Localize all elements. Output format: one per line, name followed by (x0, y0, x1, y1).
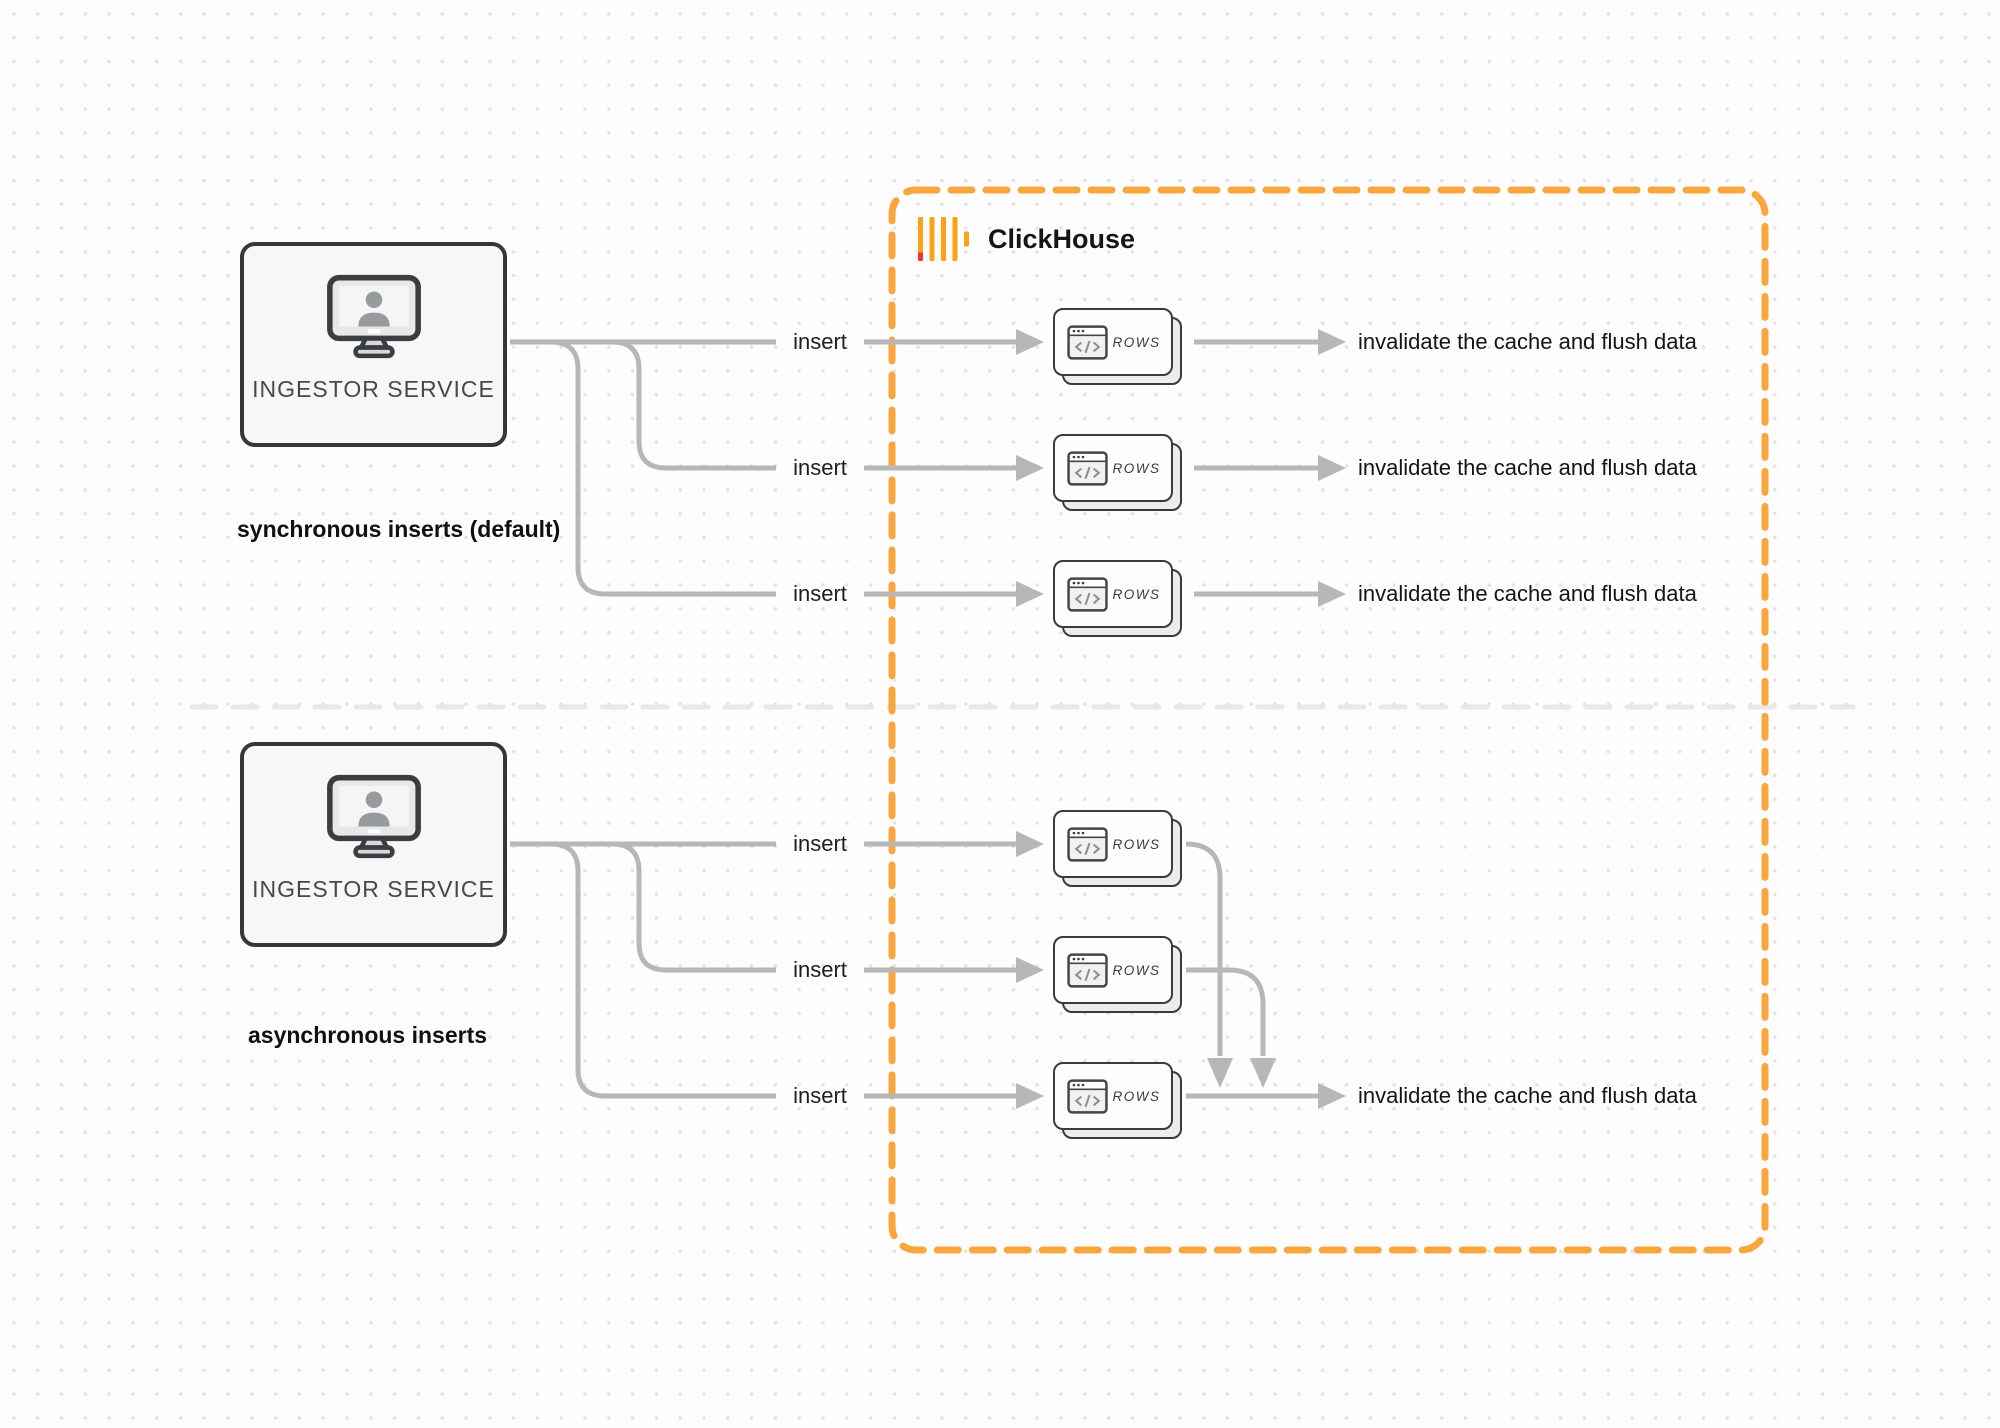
sync-result-label-1: invalidate the cache and flush data (1358, 329, 1697, 354)
rows-label: ROWS (1112, 962, 1161, 978)
async-rows-node-3: ROWS (1053, 1062, 1183, 1140)
async-caption: asynchronous inserts (248, 1022, 488, 1048)
rows-node-front: ROWS (1053, 1062, 1173, 1130)
code-window-icon (1067, 450, 1108, 486)
code-window-icon (1067, 826, 1108, 862)
rows-label: ROWS (1112, 586, 1161, 602)
clickhouse-header: ClickHouse (918, 216, 1135, 262)
code-window-icon (1067, 1078, 1108, 1114)
monitor-user-icon (326, 274, 421, 359)
async-ingestor-service-node: INGESTOR SERVICE (240, 742, 507, 947)
async-service-label: INGESTOR SERVICE (252, 876, 495, 902)
async-insert-label-3: insert (793, 1083, 847, 1108)
rows-node-front: ROWS (1053, 936, 1173, 1004)
async-insert-label-1: insert (793, 831, 847, 856)
sync-result-label-2: invalidate the cache and flush data (1358, 455, 1697, 480)
rows-node-front: ROWS (1053, 810, 1173, 878)
sync-caption: synchronous inserts (default) (237, 516, 561, 542)
rows-node-front: ROWS (1053, 308, 1173, 376)
rows-label: ROWS (1112, 1088, 1161, 1104)
rows-label: ROWS (1112, 334, 1161, 350)
monitor-user-icon (326, 774, 421, 859)
async-result-label: invalidate the cache and flush data (1358, 1083, 1697, 1108)
rows-node-front: ROWS (1053, 560, 1173, 628)
code-window-icon (1067, 324, 1108, 360)
sync-insert-label-2: insert (793, 455, 847, 480)
rows-label: ROWS (1112, 460, 1161, 476)
async-connectors (510, 841, 1318, 1099)
sync-rows-node-3: ROWS (1053, 560, 1183, 638)
sync-insert-label-1: insert (793, 329, 847, 354)
sync-ingestor-service-node: INGESTOR SERVICE (240, 242, 507, 447)
clickhouse-logo-icon (918, 217, 969, 261)
async-rows-node-1: ROWS (1053, 810, 1183, 888)
async-insert-label-2: insert (793, 957, 847, 982)
rows-label: ROWS (1112, 836, 1161, 852)
code-window-icon (1067, 952, 1108, 988)
sync-rows-node-1: ROWS (1053, 308, 1183, 386)
rows-node-front: ROWS (1053, 434, 1173, 502)
sync-connectors (510, 339, 1318, 597)
async-rows-node-2: ROWS (1053, 936, 1183, 1014)
sync-insert-label-3: insert (793, 581, 847, 606)
code-window-icon (1067, 576, 1108, 612)
sync-rows-node-2: ROWS (1053, 434, 1183, 512)
sync-result-label-3: invalidate the cache and flush data (1358, 581, 1697, 606)
sync-service-label: INGESTOR SERVICE (252, 376, 495, 402)
clickhouse-title: ClickHouse (988, 223, 1136, 254)
